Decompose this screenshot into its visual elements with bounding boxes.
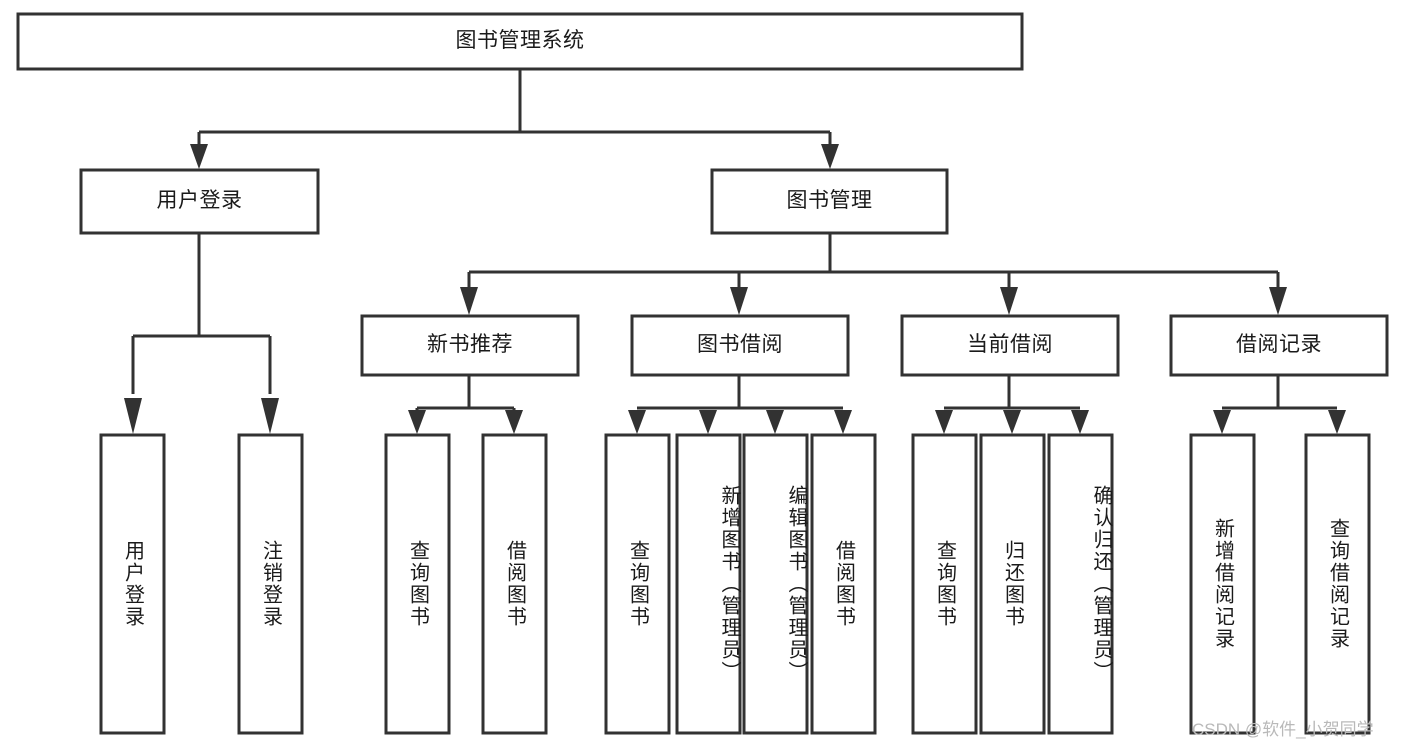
arrow-leaf-cb-2 (1071, 410, 1089, 434)
arrow-user-login (190, 144, 208, 169)
node-box-leaf-bb-3[interactable] (810, 433, 877, 735)
node-box-current-borrow[interactable] (900, 314, 1120, 377)
node-box-root[interactable] (16, 12, 1024, 71)
arrow-leaf-bb-0 (628, 410, 646, 434)
node-box-leaf-ul-0[interactable] (99, 433, 166, 735)
node-box-leaf-nb-1[interactable] (481, 433, 548, 735)
node-box-borrow-records[interactable] (1169, 314, 1389, 377)
connector-group-user-login-leaves (124, 233, 279, 434)
connector-group-root-to-level2 (190, 68, 839, 169)
node-box-leaf-nb-0[interactable] (384, 433, 451, 735)
node-box-book-borrow[interactable] (630, 314, 850, 377)
arrow-leaf-bb-1 (699, 410, 717, 434)
node-box-leaf-bb-2[interactable] (742, 433, 809, 735)
arrow-book-borrow (730, 287, 748, 315)
arrow-current-borrow (1000, 287, 1018, 315)
connector-group-new-book-leaves (408, 375, 523, 434)
arrow-leaf-ul-1 (261, 398, 279, 434)
connector-group-borrow-records-leaves (1213, 375, 1346, 434)
arrow-new-book (460, 287, 478, 315)
arrow-leaf-nb-0 (408, 410, 426, 434)
arrow-leaf-nb-1 (505, 410, 523, 434)
arrow-leaf-br-1 (1328, 410, 1346, 434)
node-box-user-login[interactable] (79, 168, 320, 235)
arrow-leaf-ul-0 (124, 398, 142, 434)
arrow-book-mgmt (821, 144, 839, 169)
node-box-leaf-bb-0[interactable] (604, 433, 671, 735)
arrow-leaf-br-0 (1213, 410, 1231, 434)
arrow-leaf-cb-1 (1003, 410, 1021, 434)
node-box-leaf-cb-1[interactable] (979, 433, 1046, 735)
arrow-leaf-bb-2 (766, 410, 784, 434)
connector-group-book-mgmt-to-level3 (460, 233, 1287, 315)
arrow-borrow-records (1269, 287, 1287, 315)
node-box-leaf-cb-2[interactable] (1047, 433, 1114, 735)
node-box-leaf-cb-0[interactable] (911, 433, 978, 735)
node-box-leaf-br-0[interactable] (1189, 433, 1256, 735)
node-box-book-management[interactable] (710, 168, 949, 235)
connector-group-current-borrow-leaves (935, 375, 1089, 434)
arrow-leaf-cb-0 (935, 410, 953, 434)
node-box-new-book-recommend[interactable] (360, 314, 580, 377)
connector-group-book-borrow-leaves (628, 375, 852, 434)
node-box-leaf-bb-1[interactable] (675, 433, 742, 735)
node-box-leaf-ul-1[interactable] (237, 433, 304, 735)
arrow-leaf-bb-3 (834, 410, 852, 434)
node-box-leaf-br-1[interactable] (1304, 433, 1371, 735)
